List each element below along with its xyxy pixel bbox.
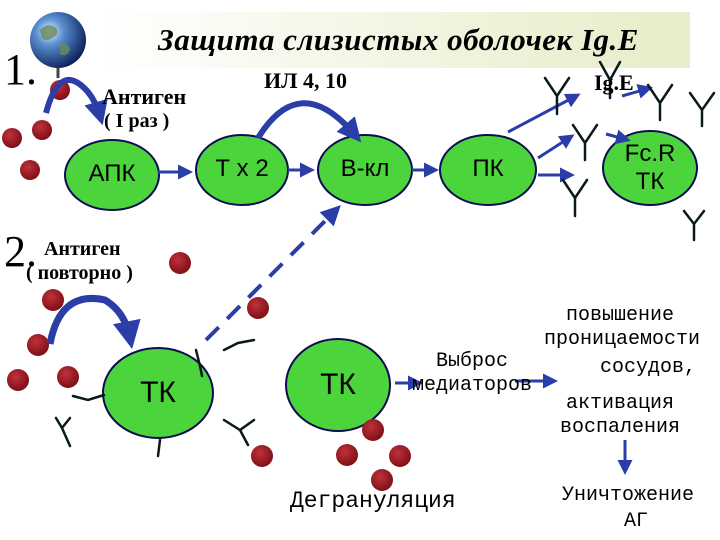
tk-left-label: ТК	[140, 376, 176, 409]
node-th2-label: Т х 2	[215, 155, 269, 182]
page-title: Защита слизистых оболочек Ig.E	[158, 22, 639, 57]
node-pk-label: ПК	[472, 155, 504, 182]
globe-icon	[30, 12, 86, 78]
arrows-stage-2	[46, 295, 633, 475]
antigen-particles	[2, 80, 411, 491]
cell-fcr-tk	[602, 130, 698, 206]
release-line2: медиаторов	[412, 374, 533, 397]
dashed-arrow	[204, 205, 341, 342]
outcome-line1: Уничтожение	[562, 484, 695, 507]
stage-2-antigen: Антиген	[44, 238, 121, 260]
stage-1-antigen-note: ( I раз )	[104, 110, 170, 132]
tk-right-label: ТК	[320, 368, 356, 401]
stage-1-antigen: Антиген	[102, 84, 187, 109]
effect-line-2: проницаемости	[544, 328, 701, 351]
effect-line-5: воспаления	[560, 416, 681, 439]
fcr-line2: ТК	[635, 168, 665, 195]
cell-pk	[439, 134, 537, 206]
cell-tk-left	[102, 347, 214, 439]
cell-apk	[64, 139, 160, 211]
cytokines-label: ИЛ 4, 10	[264, 68, 348, 93]
antibody-label: Ig.E	[594, 70, 634, 95]
cell-tk-right	[285, 338, 391, 432]
stage-2-number: 2.	[4, 227, 37, 276]
title-bar	[95, 12, 690, 68]
effect-line-4: активация	[566, 392, 675, 415]
stage-2-antigen-note: ( повторно )	[26, 262, 133, 284]
effect-line-3: сосудов,	[600, 356, 697, 379]
node-apk-label: АПК	[88, 160, 136, 187]
outcome-line2: АГ	[624, 510, 649, 533]
fcr-line1: Fc.R	[624, 140, 676, 167]
node-b-label: В-кл	[340, 155, 390, 182]
stage-1-number: 1.	[4, 45, 37, 94]
release-line1: Выброс	[436, 350, 509, 373]
effect-line-1: повышение	[566, 304, 675, 327]
arrows-stage-1	[43, 77, 653, 183]
degranulation-label: Дегрануляция	[290, 488, 456, 514]
antibody-ige-group	[54, 60, 716, 458]
